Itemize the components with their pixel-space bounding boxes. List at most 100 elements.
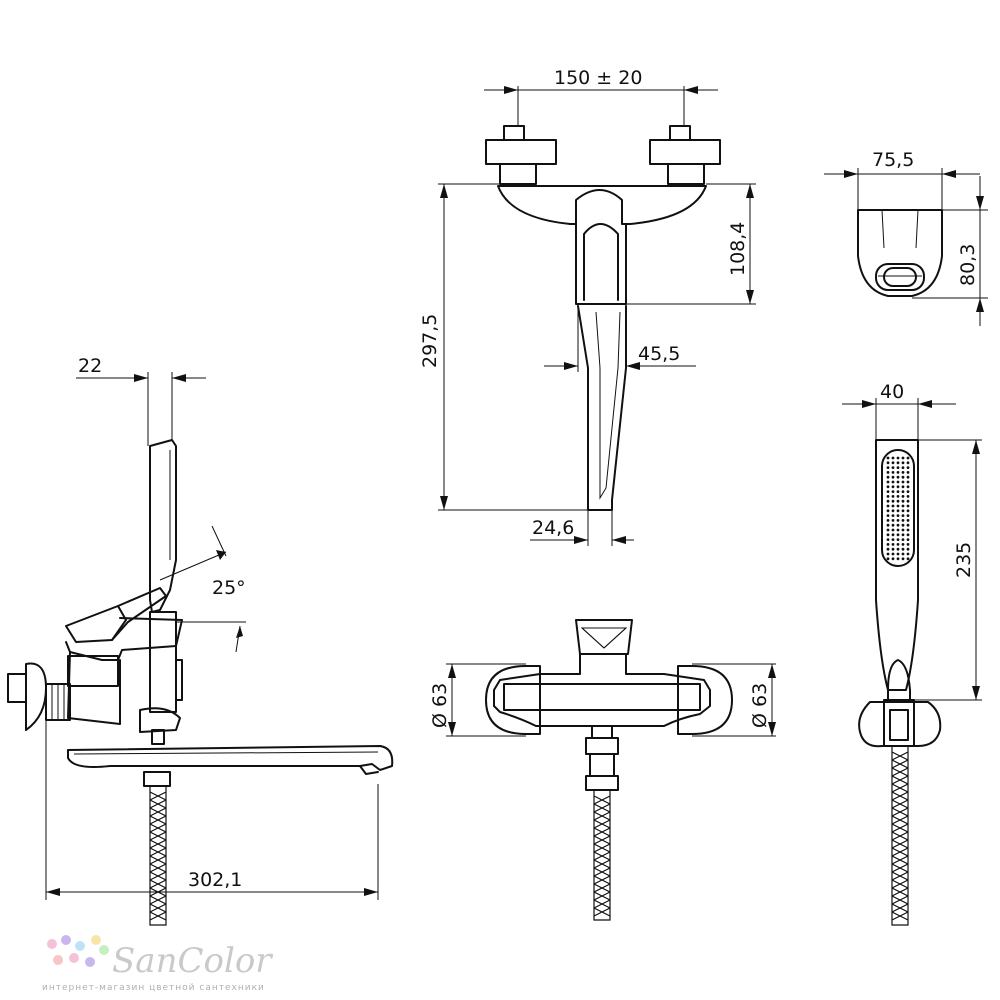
nozzle-dot <box>906 533 910 537</box>
dim-45-5: 45,5 <box>638 343 680 365</box>
logo-dot <box>47 939 57 949</box>
nozzle-dot <box>896 466 900 469</box>
nozzle-dot <box>896 547 900 551</box>
nozzle-dot <box>896 514 900 517</box>
nozzle-dot <box>886 528 890 532</box>
logo-dot <box>99 945 109 955</box>
nozzle-dot <box>906 480 910 484</box>
nozzle-dot <box>891 471 895 474</box>
nozzle-dot <box>896 490 900 493</box>
nozzle-dot <box>891 480 895 484</box>
nozzle-dot <box>891 514 895 517</box>
nozzle-dot <box>886 456 890 460</box>
nozzle-dot <box>886 490 890 493</box>
nozzle-dot <box>891 466 895 469</box>
nozzle-dot <box>906 552 910 556</box>
nozzle-dot <box>886 495 890 498</box>
nozzle-dot <box>896 543 900 546</box>
nozzle-dot <box>891 519 895 522</box>
nozzle-dot <box>896 528 900 532</box>
nozzle-dot <box>896 533 900 537</box>
logo-dot <box>75 941 85 951</box>
nozzle-dot <box>901 552 905 556</box>
nozzle-dot <box>901 495 905 498</box>
nozzle-dot <box>906 504 910 508</box>
top-view: Ø 63 Ø 63 <box>429 619 776 921</box>
nozzle-dot <box>906 523 910 527</box>
logo-dot <box>53 955 63 965</box>
nozzle-dot <box>906 495 910 498</box>
nozzle-dot <box>891 456 895 460</box>
nozzle-dot <box>891 547 895 551</box>
logo-dot <box>91 935 101 945</box>
nozzle-dot <box>896 538 900 541</box>
nozzle-dot <box>906 485 910 489</box>
nozzle-dot <box>901 547 905 551</box>
nozzle-dot <box>901 538 905 541</box>
dim-108-4: 108,4 <box>727 222 749 276</box>
nozzle-dot <box>896 495 900 498</box>
dim-25deg: 25° <box>212 577 246 599</box>
dim-24-6: 24,6 <box>532 517 574 539</box>
nozzle-dot <box>891 509 895 513</box>
nozzle-dot <box>891 499 895 503</box>
nozzle-dot <box>901 485 905 489</box>
nozzle-dot <box>886 485 890 489</box>
nozzle-dot <box>886 504 890 508</box>
nozzle-dot <box>891 533 895 537</box>
nozzle-dot <box>886 523 890 527</box>
nozzle-dot <box>906 528 910 532</box>
nozzle-dot <box>901 528 905 532</box>
dim-40: 40 <box>880 381 904 403</box>
nozzle-dot <box>896 519 900 522</box>
nozzle-dot <box>891 485 895 489</box>
dim-150: 150 ± 20 <box>554 67 642 89</box>
nozzle-dot <box>891 557 895 561</box>
nozzle-dot <box>886 533 890 537</box>
nozzle-dot <box>906 543 910 546</box>
nozzle-dot <box>906 499 910 503</box>
nozzle-dot <box>886 461 890 465</box>
nozzle-dot <box>886 547 890 551</box>
nozzle-dot <box>906 538 910 541</box>
nozzle-dot <box>901 461 905 465</box>
nozzle-dot <box>891 495 895 498</box>
nozzle-dot <box>901 519 905 522</box>
nozzle-dot <box>891 475 895 479</box>
nozzle-dot <box>896 456 900 460</box>
nozzle-dot <box>906 490 910 493</box>
nozzle-dot <box>896 461 900 465</box>
nozzle-dot <box>896 509 900 513</box>
dim-63-right: Ø 63 <box>749 683 771 728</box>
nozzle-dot <box>896 557 900 561</box>
nozzle-dot <box>901 543 905 546</box>
dim-235: 235 <box>953 542 975 578</box>
nozzle-dot <box>886 480 890 484</box>
side-view: 22 25° 302,1 <box>7 355 394 926</box>
dim-297-5: 297,5 <box>419 314 441 368</box>
nozzle-dot <box>896 471 900 474</box>
dim-80-3: 80,3 <box>957 244 979 286</box>
holder-view: 75,5 80,3 <box>824 149 988 326</box>
nozzle-dot <box>891 504 895 508</box>
nozzle-dot <box>906 547 910 551</box>
nozzle-dot <box>906 557 910 561</box>
dim-302-1: 302,1 <box>188 869 242 891</box>
nozzle-dots <box>886 456 910 561</box>
nozzle-dot <box>891 523 895 527</box>
logo-dot <box>69 953 79 963</box>
nozzle-dot <box>901 509 905 513</box>
nozzle-dot <box>896 480 900 484</box>
nozzle-dot <box>886 543 890 546</box>
hand-shower-view: 40 235 <box>842 381 982 926</box>
nozzle-dot <box>886 552 890 556</box>
nozzle-dot <box>906 471 910 474</box>
nozzle-dot <box>896 475 900 479</box>
nozzle-dot <box>886 466 890 469</box>
nozzle-dot <box>886 509 890 513</box>
nozzle-dot <box>886 538 890 541</box>
nozzle-dot <box>901 475 905 479</box>
nozzle-dot <box>901 499 905 503</box>
nozzle-dot <box>901 557 905 561</box>
